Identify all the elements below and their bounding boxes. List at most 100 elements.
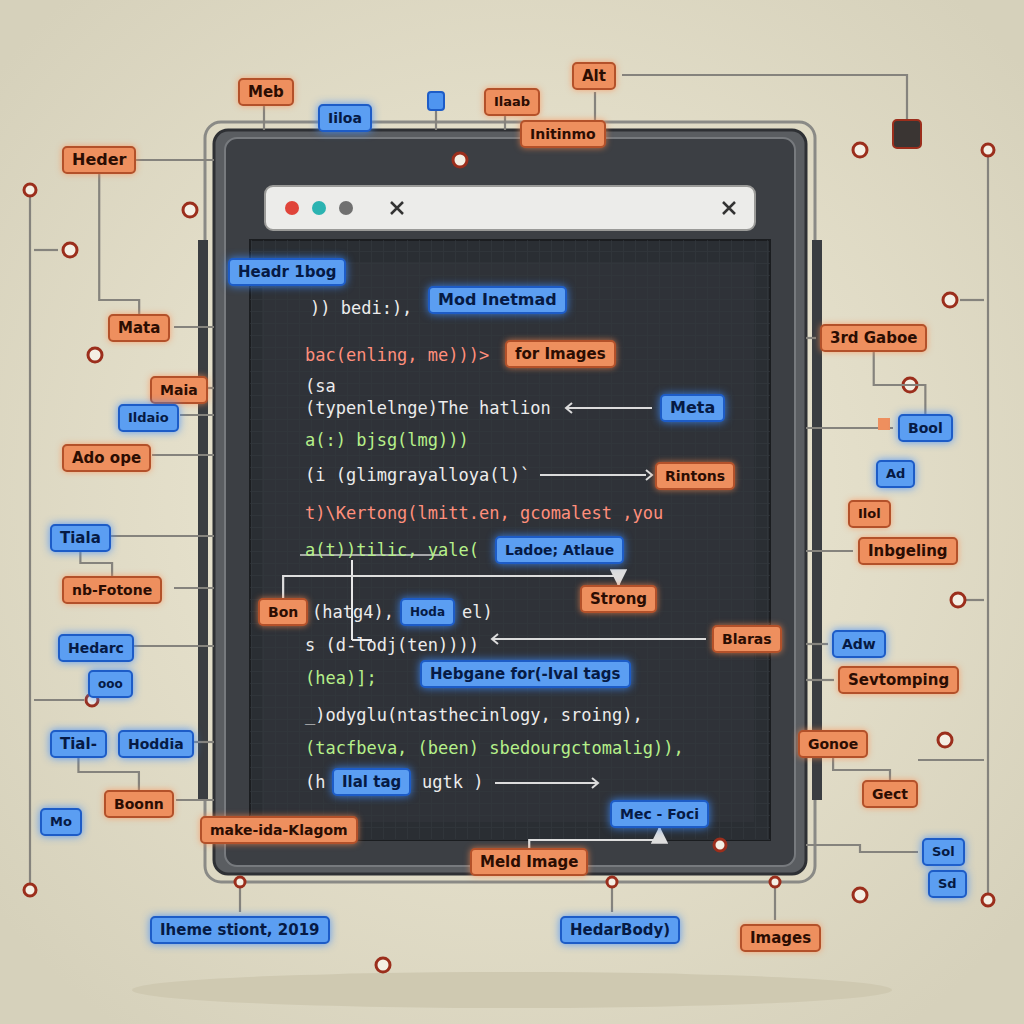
tag-pill: Meb xyxy=(238,78,294,106)
tag-pill: Images xyxy=(740,924,821,952)
code-line: (hea)]; xyxy=(305,668,377,688)
tag-label: ooo xyxy=(98,675,123,693)
floor-shadow xyxy=(132,972,892,1008)
tag-label: Iheme stiont, 2019 xyxy=(160,921,320,939)
arrow-head xyxy=(646,470,652,480)
tag-label: Boonn xyxy=(114,795,164,813)
tag-label: Sevtomping xyxy=(848,671,949,689)
tag-pill: Ilol xyxy=(848,500,891,528)
window-dot xyxy=(339,201,353,215)
terminal xyxy=(770,877,780,887)
frame xyxy=(214,130,806,874)
terminal xyxy=(951,593,965,607)
wire xyxy=(174,587,214,589)
terminal xyxy=(376,958,390,972)
wire xyxy=(435,110,437,130)
tag-label: Ilaab xyxy=(494,93,530,111)
blue-glow xyxy=(248,240,253,840)
tag-pill: Tial- xyxy=(50,730,107,758)
tag-label: 3rd Gaboe xyxy=(830,329,917,347)
connector xyxy=(874,352,926,414)
leader-arrow xyxy=(540,474,646,476)
tag-label: Mec - Foci xyxy=(620,805,699,823)
terminal xyxy=(235,877,245,887)
tag-pill: nb-Fotone xyxy=(62,576,162,604)
tag-label: Hoda xyxy=(410,603,445,621)
tag-pill: Rintons xyxy=(655,462,735,490)
code-line: s (d-lodj(ten)))) xyxy=(305,635,479,655)
tag-pill: Hoddia xyxy=(118,730,194,758)
tag-pill: for Images xyxy=(505,340,616,368)
tag-label: Bool xyxy=(908,419,943,437)
terminal xyxy=(607,877,617,887)
wire xyxy=(34,699,84,701)
leader-arrow xyxy=(566,407,652,409)
tag-label: nb-Fotone xyxy=(72,581,152,599)
screen-panel xyxy=(262,262,754,822)
tag-pill: Meld Image xyxy=(470,848,588,876)
tag-label: Sd xyxy=(938,875,957,893)
tag-pill: Ado ope xyxy=(62,444,151,472)
connector xyxy=(80,552,112,576)
tag-pill: Mod Inetmad xyxy=(428,286,567,314)
connector xyxy=(78,758,138,790)
window-dot xyxy=(285,201,299,215)
wire xyxy=(960,299,984,301)
tag-label: Ildaio xyxy=(128,409,169,427)
dark-chip xyxy=(893,120,921,148)
tag-label: Gonoe xyxy=(808,735,858,753)
wire xyxy=(176,799,214,801)
tag-pill: HedarBody) xyxy=(560,916,680,944)
tag-pill: Iheme stiont, 2019 xyxy=(150,916,330,944)
wire xyxy=(152,454,214,456)
terminal xyxy=(453,153,467,167)
browser-window: )) bedi:),bac(enling, me)))>(sa(typenlel… xyxy=(230,140,790,860)
code-line: t)\Kertong(lmitt.en, gcomalest ,you xyxy=(305,503,663,523)
terminal xyxy=(183,203,197,217)
side-bar xyxy=(812,240,822,800)
tag-label: Ilol xyxy=(858,505,881,523)
tag-pill: Bool xyxy=(898,414,953,442)
tag-label: Rintons xyxy=(665,467,725,485)
code-line: el) xyxy=(462,602,493,622)
tag-pill: Hebgane for(-Ival tags xyxy=(420,660,631,688)
tag-pill: Gect xyxy=(862,780,918,808)
tag-label: Adw xyxy=(842,635,876,653)
wire xyxy=(966,599,984,601)
wire xyxy=(263,106,265,130)
tag-pill: Sevtomping xyxy=(838,666,959,694)
code-line: ugtk ) xyxy=(422,772,483,792)
code-line: (sa xyxy=(305,376,336,396)
tag-pill: Heder xyxy=(62,146,136,174)
wire xyxy=(125,645,214,647)
close-glyph xyxy=(723,202,735,214)
tag-pill: ooo xyxy=(88,670,133,698)
tag-label: Sol xyxy=(932,843,955,861)
tag-pill: Gonoe xyxy=(798,730,868,758)
wire xyxy=(806,845,918,852)
tag-pill: Ad xyxy=(876,460,915,488)
wire xyxy=(134,159,214,161)
tag-pill: Sd xyxy=(928,870,967,898)
tag-pill: Blaras xyxy=(712,625,782,653)
tag-label: Tiala xyxy=(60,529,101,547)
connector xyxy=(833,758,890,780)
tag-label: Iiloa xyxy=(328,109,362,127)
code-line: (tacfbeva, (been) sbedourgctomalig)), xyxy=(305,738,684,758)
tag-label: Mata xyxy=(118,319,160,337)
tag-pill: Mec - Foci xyxy=(610,800,709,828)
tag-label: Ladoe; Atlaue xyxy=(505,541,614,559)
close-glyph xyxy=(391,202,403,214)
tag-label: Tial- xyxy=(60,735,97,753)
tag-label: Gect xyxy=(872,785,908,803)
tag-label: Meb xyxy=(248,83,284,101)
tag-label: HedarBody) xyxy=(570,921,670,939)
frame-inner xyxy=(225,138,795,866)
tag-label: Headr 1bog xyxy=(238,263,336,281)
connector xyxy=(529,828,659,848)
wire xyxy=(104,535,214,537)
tag-pill: Hoda xyxy=(400,598,455,626)
terminal xyxy=(63,243,77,257)
code-line: (hatg4), xyxy=(312,602,394,622)
